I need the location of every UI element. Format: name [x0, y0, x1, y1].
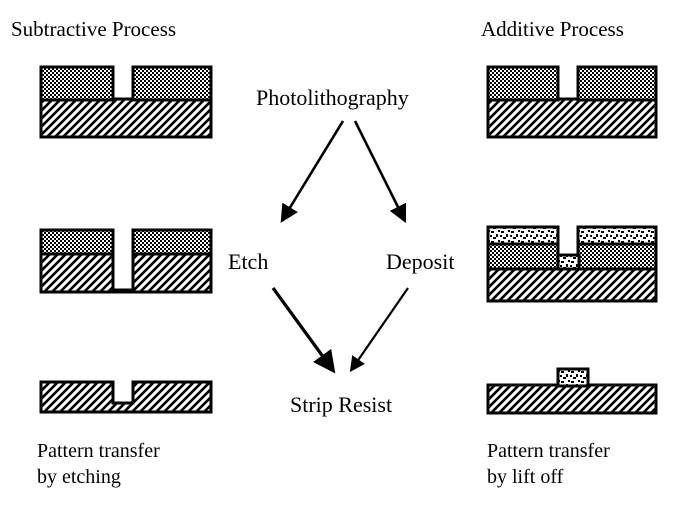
stack-subtractive-step-2 — [39, 228, 213, 294]
arrow-photolithography-to-deposit — [353, 120, 407, 224]
resist-block-right — [131, 228, 213, 256]
resist-block-left — [486, 65, 560, 102]
caption-subtractive-line1: Pattern transfer — [37, 440, 160, 462]
arrow-photolithography-to-etch — [280, 120, 345, 223]
deposit-film-right — [576, 225, 658, 246]
stack-additive-step-2 — [486, 225, 658, 303]
column-title-additive: Additive Process — [481, 17, 624, 41]
deposit-island — [556, 367, 590, 388]
resist-block-right — [576, 241, 658, 271]
flow-node-deposit: Deposit — [386, 249, 455, 274]
substrate-layer — [39, 97, 213, 139]
resist-block-right — [131, 65, 213, 102]
arrow-etch-to-strip-resist — [271, 287, 336, 374]
flow-node-etch: Etch — [228, 249, 269, 274]
stack-additive-step-1 — [486, 65, 658, 139]
stack-subtractive-step-3 — [39, 380, 213, 414]
substrate-layer-patterned — [39, 380, 213, 414]
substrate-layer — [486, 383, 658, 415]
caption-additive-line1: Pattern transfer — [487, 440, 610, 462]
resist-block-left — [39, 228, 115, 256]
substrate-layer — [486, 97, 658, 139]
resist-block-left — [39, 65, 115, 102]
stack-additive-step-3 — [486, 367, 658, 415]
substrate-layer-etched — [39, 251, 213, 294]
caption-additive-line2: by lift off — [487, 466, 564, 488]
deposit-film-left — [486, 225, 560, 246]
substrate-layer — [486, 266, 658, 303]
deposit-film-in-trench — [556, 253, 581, 271]
caption-subtractive-line2: by etching — [37, 466, 121, 488]
resist-block-left — [486, 241, 560, 271]
stack-subtractive-step-1 — [39, 65, 213, 139]
arrow-deposit-to-strip-resist — [349, 287, 409, 373]
flow-node-strip-resist: Strip Resist — [290, 392, 393, 417]
flow-node-photolithography: Photolithography — [256, 85, 409, 110]
column-title-subtractive: Subtractive Process — [11, 17, 177, 41]
resist-block-right — [576, 65, 658, 102]
